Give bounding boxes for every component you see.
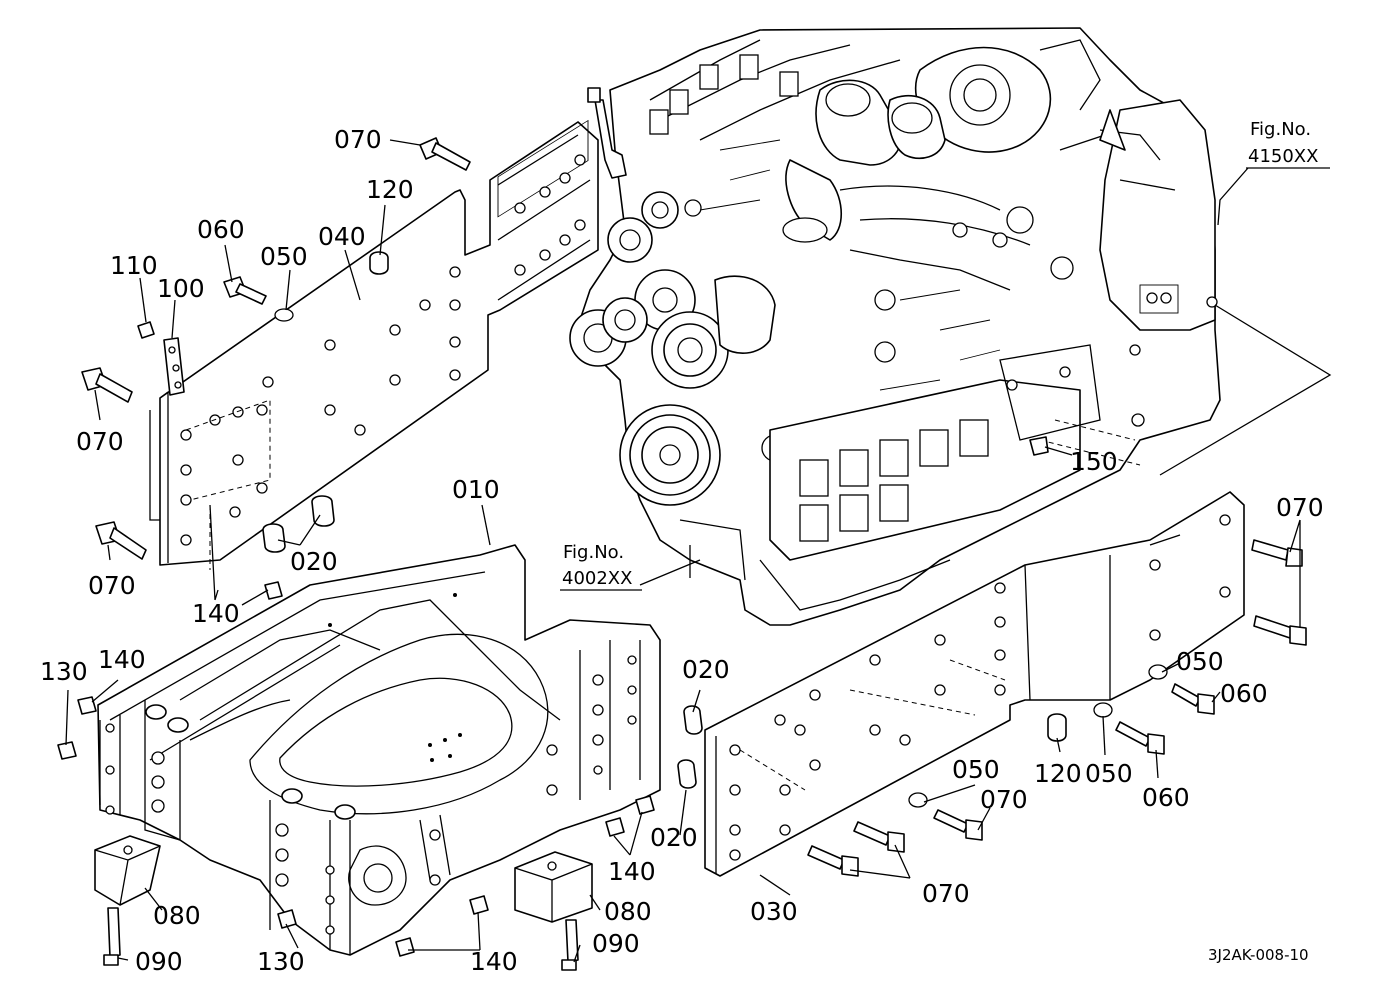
callout-070-left: 070 (76, 427, 124, 456)
fig-ref-title: Fig.No. (1250, 119, 1311, 140)
callout-140-left: 140 (192, 599, 240, 628)
figure-reference-4150: Fig.No. 4150XX (1246, 119, 1330, 169)
rubber-block-080-left (94, 835, 161, 906)
callout-070-top: 070 (334, 125, 382, 154)
fig-ref-number: 4150XX (1248, 146, 1318, 167)
rubber-block-080-right (514, 851, 593, 923)
callout-140-upper-left: 140 (98, 645, 146, 674)
callout-070-bottom: 070 (922, 879, 970, 908)
callout-040: 040 (318, 222, 366, 251)
drawing-code: 3J2AK-008-10 (1208, 946, 1309, 964)
engine-assembly (569, 27, 1221, 626)
callout-090-right: 090 (592, 929, 640, 958)
fig-ref-number: 4002XX (562, 568, 632, 589)
callout-110: 110 (110, 251, 158, 280)
callout-120-top: 120 (366, 175, 414, 204)
callout-130-left: 130 (40, 657, 88, 686)
leader-dashed-1 (1039, 419, 1141, 466)
callout-070-right: 070 (1276, 493, 1324, 522)
callout-140-right: 140 (608, 857, 656, 886)
bolts-090 (103, 907, 579, 971)
callout-130-bottom: 130 (257, 947, 305, 976)
figure-reference-4002: Fig.No. 4002XX (560, 542, 642, 591)
callout-090-left: 090 (135, 947, 183, 976)
axle-bracket-010 (97, 544, 661, 956)
callout-labels: 070 120 060 050 040 110 100 070 010 020 … (40, 125, 1324, 976)
callout-060-right: 060 (1220, 679, 1268, 708)
callout-060-top: 060 (197, 215, 245, 244)
fig-ref-title: Fig.No. (563, 542, 624, 563)
callout-050-right: 050 (1176, 647, 1224, 676)
callout-010: 010 (452, 475, 500, 504)
callout-030: 030 (750, 897, 798, 926)
leader-lines (65, 139, 1332, 963)
callout-080-right: 080 (604, 897, 652, 926)
callout-100: 100 (157, 274, 205, 303)
plate-100-bolt-110 (137, 321, 185, 396)
frame-rail-040 (149, 119, 599, 570)
spacers-020-right (677, 705, 703, 789)
callout-050-top: 050 (260, 242, 308, 271)
fasteners-140-130 (277, 795, 655, 957)
callout-060-mid: 060 (1142, 783, 1190, 812)
frame-rail-030 (704, 491, 1245, 877)
callout-070-lower-left: 070 (88, 571, 136, 600)
bolts (57, 137, 1049, 760)
right-fasteners (807, 539, 1307, 877)
callout-150: 150 (1070, 447, 1118, 476)
callout-050-lower: 050 (952, 755, 1000, 784)
callout-050-mid: 050 (1085, 759, 1133, 788)
callout-080-left: 080 (153, 901, 201, 930)
callout-140-bottom: 140 (470, 947, 518, 976)
callout-020-right-bottom: 020 (650, 823, 698, 852)
callout-120-right: 120 (1034, 759, 1082, 788)
callout-020-right-top: 020 (682, 655, 730, 684)
callout-020-left: 020 (290, 547, 338, 576)
callout-070-mid: 070 (980, 785, 1028, 814)
